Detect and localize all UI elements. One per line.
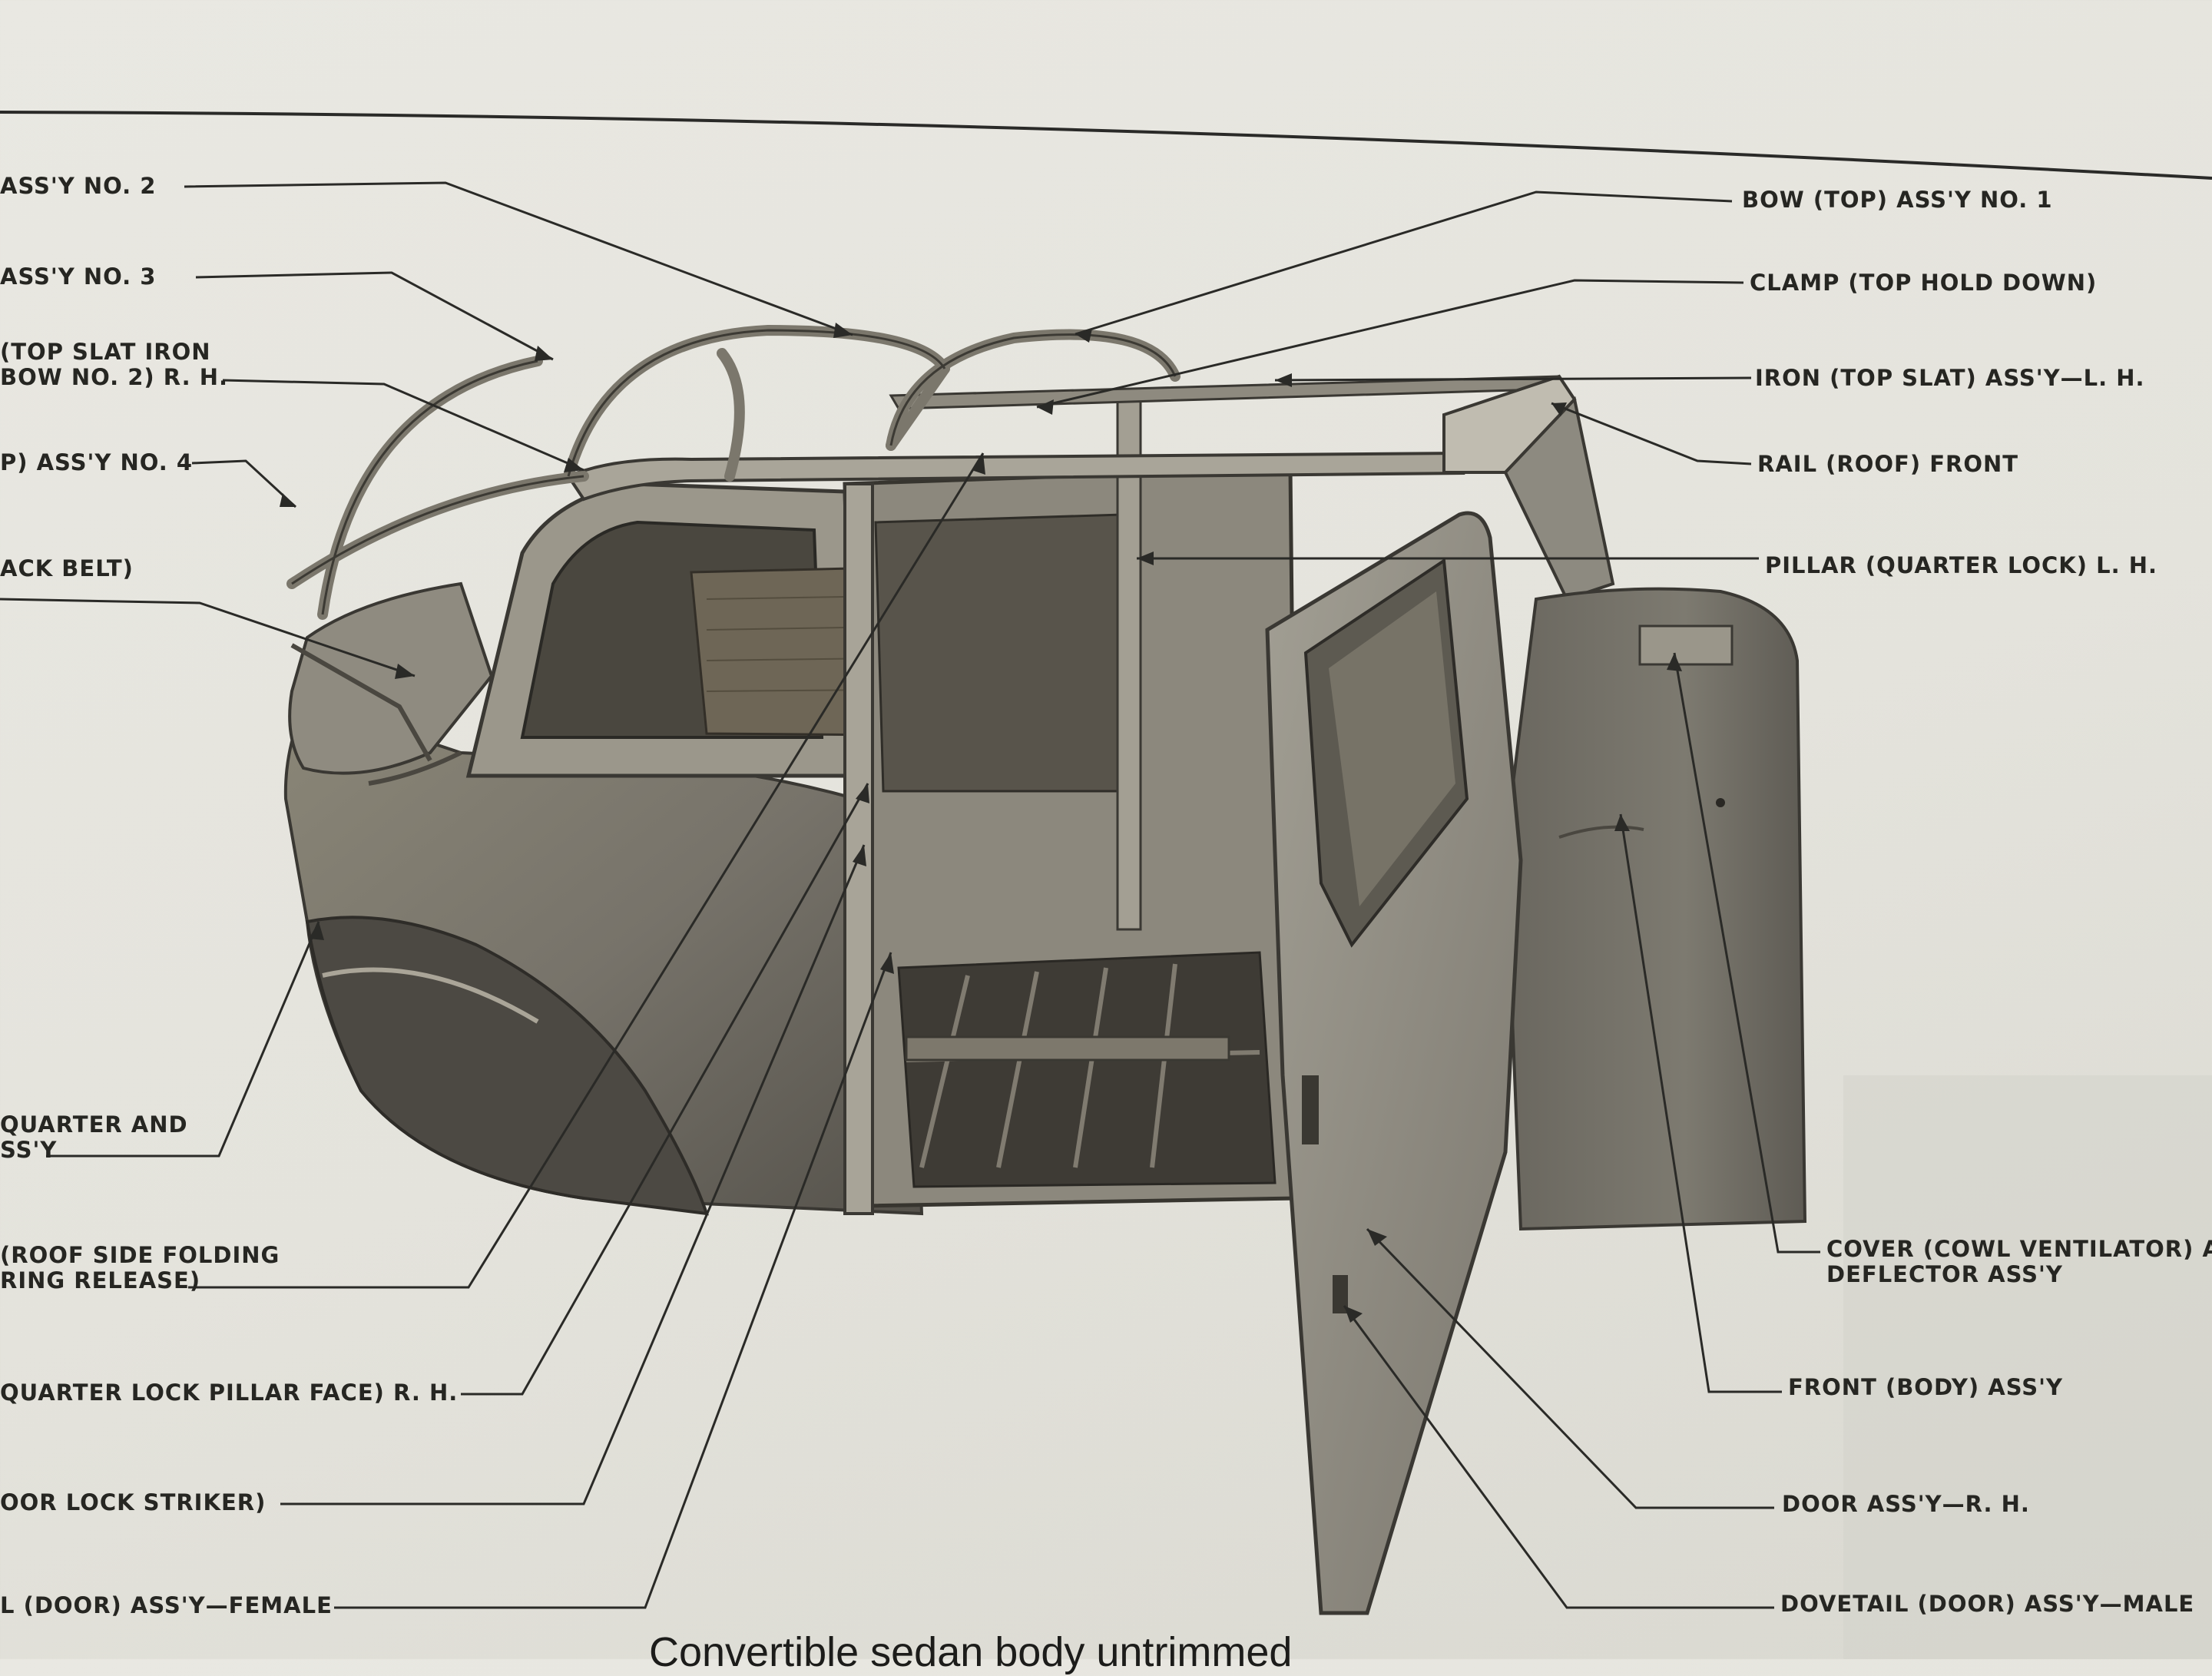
seat-rail	[905, 1035, 1230, 1062]
label-door-assy-rh: DOOR ASS'Y—R. H.	[1782, 1491, 2030, 1517]
top-slat-iron	[889, 375, 1569, 410]
label-front-body: FRONT (BODY) ASS'Y	[1788, 1374, 2064, 1400]
label-bow-no3: ASS'Y NO. 3	[0, 263, 157, 290]
label-door-lock-striker: OOR LOCK STRIKER)	[0, 1489, 267, 1515]
label-top-slat-iron-line1: (TOP SLAT IRON	[0, 339, 211, 365]
label-bow-no2: ASS'Y NO. 2	[0, 173, 157, 199]
label-back-belt: ACK BELT)	[0, 555, 134, 581]
label-bow-no1: BOW (TOP) ASS'Y NO. 1	[1742, 187, 2053, 213]
label-pillar-quarter-lock: PILLAR (QUARTER LOCK) L. H.	[1765, 552, 2158, 578]
label-quarter-lock-pillar-face: QUARTER LOCK PILLAR FACE) R. H.	[0, 1380, 459, 1406]
label-cover-cowl-line1: COVER (COWL VENTILATOR) A	[1826, 1236, 2212, 1262]
top-rule	[0, 111, 2212, 180]
label-quarter-line1: QUARTER AND	[0, 1111, 188, 1138]
leader-lines-left	[0, 181, 985, 1609]
bow-no2	[563, 324, 950, 482]
label-iron-top-slat: IRON (TOP SLAT) ASS'Y—L. H.	[1755, 365, 2145, 391]
label-roof-side-line1: (ROOF SIDE FOLDING	[0, 1242, 280, 1268]
label-quarter: QUARTER AND SS'Y	[0, 1111, 188, 1164]
page-shadow	[1843, 1075, 2212, 1659]
label-cover-cowl-line2: DEFLECTOR ASS'Y	[1826, 1261, 2063, 1288]
center-pillar	[1116, 398, 1142, 931]
label-clamp: CLAMP (TOP HOLD DOWN)	[1750, 270, 2098, 296]
label-quarter-line2: SS'Y	[0, 1137, 58, 1164]
door-handle	[1302, 1075, 1319, 1144]
cowl-ventilator-cover	[1638, 624, 1734, 666]
leader-lines-right	[1036, 190, 1820, 1609]
label-dovetail-male: DOVETAIL (DOOR) ASS'Y—MALE	[1780, 1591, 2195, 1617]
label-cover-cowl-ventilator: COVER (COWL VENTILATOR) A DEFLECTOR ASS'…	[1826, 1236, 2212, 1288]
windshield-frame	[1503, 396, 1615, 601]
label-top-slat-iron-rh: (TOP SLAT IRON BOW NO. 2) R. H.	[0, 339, 229, 391]
rear-deck	[288, 581, 494, 775]
arrowheads	[280, 323, 1682, 1323]
label-dovetail-female: L (DOOR) ASS'Y—FEMALE	[0, 1592, 333, 1618]
dovetail-male	[1333, 1275, 1348, 1313]
wheel-arch	[305, 916, 709, 1216]
front-body-cowl	[1503, 587, 1807, 1231]
figure-caption: Convertible sedan body untrimmed	[649, 1629, 1293, 1675]
b-pillar	[843, 482, 874, 1215]
label-roof-side-folding: (ROOF SIDE FOLDING RING RELEASE)	[0, 1242, 280, 1294]
floor-pan	[897, 951, 1277, 1188]
label-top-slat-iron-line2: BOW NO. 2) R. H.	[0, 364, 229, 391]
label-roof-side-line2: RING RELEASE)	[0, 1267, 201, 1294]
label-rail-roof-front: RAIL (ROOF) FRONT	[1757, 451, 2019, 477]
label-bow-no4: P) ASS'Y NO. 4	[0, 449, 194, 475]
